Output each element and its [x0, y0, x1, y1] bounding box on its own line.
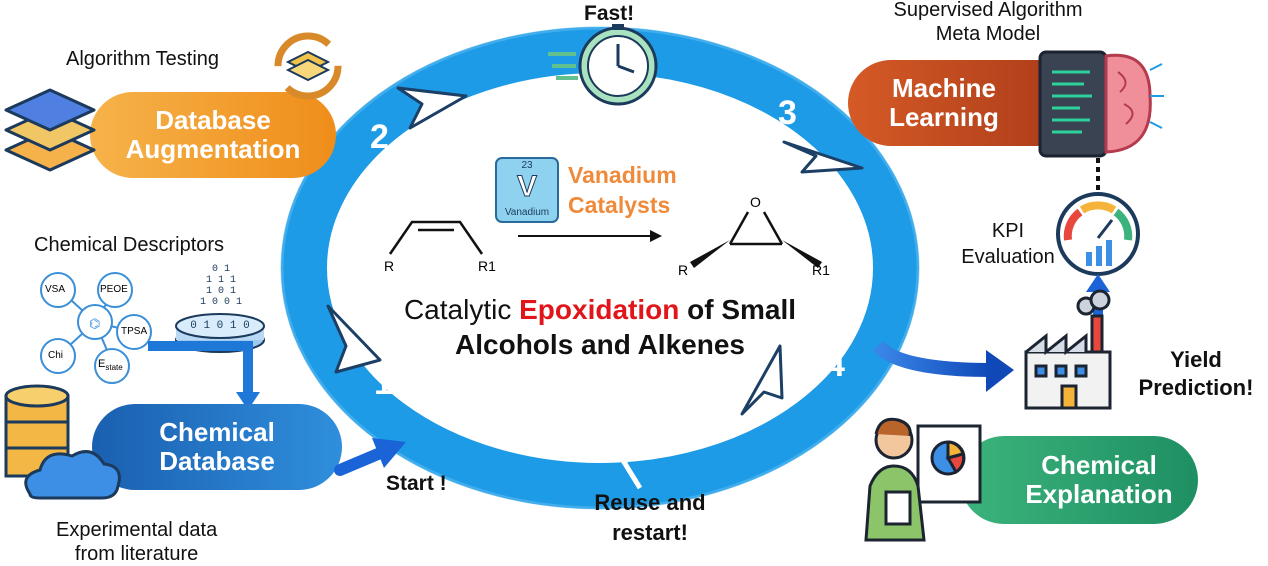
database-augmentation-text: Database Augmentation [90, 92, 336, 178]
estate-sub: state [105, 363, 123, 373]
kpi-line1: KPI [991, 220, 1025, 242]
binary-disc-label: 0 1 0 1 0 [190, 320, 250, 332]
supervised-line2: Meta Model [935, 23, 1041, 45]
yield-line1: Yield [1170, 347, 1222, 372]
node-estate: Estate [98, 358, 123, 372]
kpi-line2: Evaluation [961, 246, 1055, 268]
descriptor-network [40, 272, 152, 384]
factory-icon [1024, 289, 1112, 410]
chemical-database-text: Chemical Database [92, 404, 342, 490]
kpi-gauge-icon [1056, 192, 1140, 276]
estate-e: E [98, 358, 106, 370]
node-peoe: PEOE [100, 284, 128, 295]
title-part2: of Small [679, 294, 797, 325]
yield-line2: Prediction! [1138, 375, 1254, 400]
step-1: 1 [374, 364, 393, 402]
presenter-icon [864, 417, 982, 542]
chemical-explanation-text: Chemical Explanation [960, 436, 1198, 524]
binary-row: 0 1 [211, 264, 230, 275]
ring-break [620, 426, 644, 490]
clock-icon [548, 24, 658, 106]
machine-learning-pill [848, 60, 1080, 146]
central-title-line1: Catalytic Epoxidation of Small [380, 292, 820, 327]
reuse-label: Reuse and restart! [572, 488, 728, 548]
yield-arrow [872, 340, 991, 377]
database-augmentation-pill [90, 92, 336, 178]
binary-row: 1 1 1 [205, 275, 236, 286]
reuse-line2: restart! [612, 520, 688, 545]
algorithm-testing-label: Algorithm Testing [66, 48, 220, 70]
vanadium-catalysts-label: Vanadium Catalysts [568, 160, 677, 220]
epoxide-oxygen: O [750, 194, 761, 210]
vanadium-atomic-number: 23 [521, 160, 533, 171]
explain-line2: Explanation [1025, 479, 1173, 509]
chemical-descriptors-label: Chemical Descriptors [34, 234, 225, 256]
chem-db-line1: Chemical [159, 416, 275, 447]
step-2: 2 [370, 118, 389, 156]
refresh-layers-icon [274, 32, 342, 100]
exp-line1: Experimental data [56, 519, 218, 541]
catalyst-line1: Vanadium [568, 162, 677, 188]
descriptor-connector [148, 341, 253, 394]
binary-row: 1 0 1 [205, 286, 236, 297]
catalyst-line2: Catalysts [568, 192, 671, 218]
step-3: 3 [778, 94, 797, 132]
start-arrow [334, 448, 384, 476]
vanadium-tile [495, 157, 559, 223]
supervised-line1: Supervised Algorithm [893, 0, 1083, 21]
binary-row: 1 0 0 1 [199, 297, 242, 308]
node-chi: Chi [48, 350, 64, 361]
ml-line1: Machine [891, 72, 997, 103]
step-4: 4 [826, 346, 845, 384]
alkene-structure [388, 220, 484, 255]
chemical-database-pill [92, 404, 342, 490]
chemical-explanation-pill [960, 436, 1198, 524]
node-tpsa: TPSA [121, 326, 148, 337]
alkene-r1-label: R1 [478, 258, 496, 274]
node-vsa: VSA [45, 284, 66, 295]
chem-db-line2: Database [159, 446, 275, 476]
title-epoxidation: Epoxidation [519, 294, 680, 325]
machine-learning-text: Machine Learning [848, 60, 1080, 146]
kpi-label: KPI Evaluation [956, 218, 1060, 270]
db-aug-line2: Augmentation [125, 134, 301, 164]
cloud-icon [24, 450, 121, 500]
exp-line2: from literature [74, 543, 199, 565]
explain-line1: Chemical [1041, 449, 1157, 480]
ai-brain-icon [1038, 50, 1164, 158]
layers-icon [4, 88, 96, 172]
epoxide-structure [690, 211, 822, 268]
supervised-label: Supervised Algorithm Meta Model [868, 0, 1108, 46]
reuse-line1: Reuse and [594, 490, 706, 515]
epoxide-r-label: R [678, 262, 689, 278]
start-label: Start ! [386, 472, 447, 495]
vanadium-name: Vanadium [504, 207, 550, 218]
binary-data: 0 1 1 1 1 1 0 1 1 0 0 1 [196, 264, 246, 308]
central-title-line2: Alcohols and Alkenes [455, 329, 745, 360]
experimental-data-label: Experimental data from literature [56, 518, 217, 566]
fast-label: Fast! [584, 2, 635, 25]
yield-prediction-label: Yield Prediction! [1124, 346, 1268, 402]
molecule-icon: ⌬ [89, 316, 101, 331]
ml-line2: Learning [889, 102, 999, 132]
alkene-r-label: R [384, 258, 395, 274]
epoxide-r1-label: R1 [812, 262, 830, 278]
vanadium-symbol: V [516, 170, 537, 204]
title-part1: Catalytic [403, 294, 520, 325]
ring-arrowheads [326, 86, 864, 416]
db-aug-line1: Database [155, 104, 271, 135]
central-title: Catalytic Epoxidation of Small Alcohols … [380, 292, 820, 362]
